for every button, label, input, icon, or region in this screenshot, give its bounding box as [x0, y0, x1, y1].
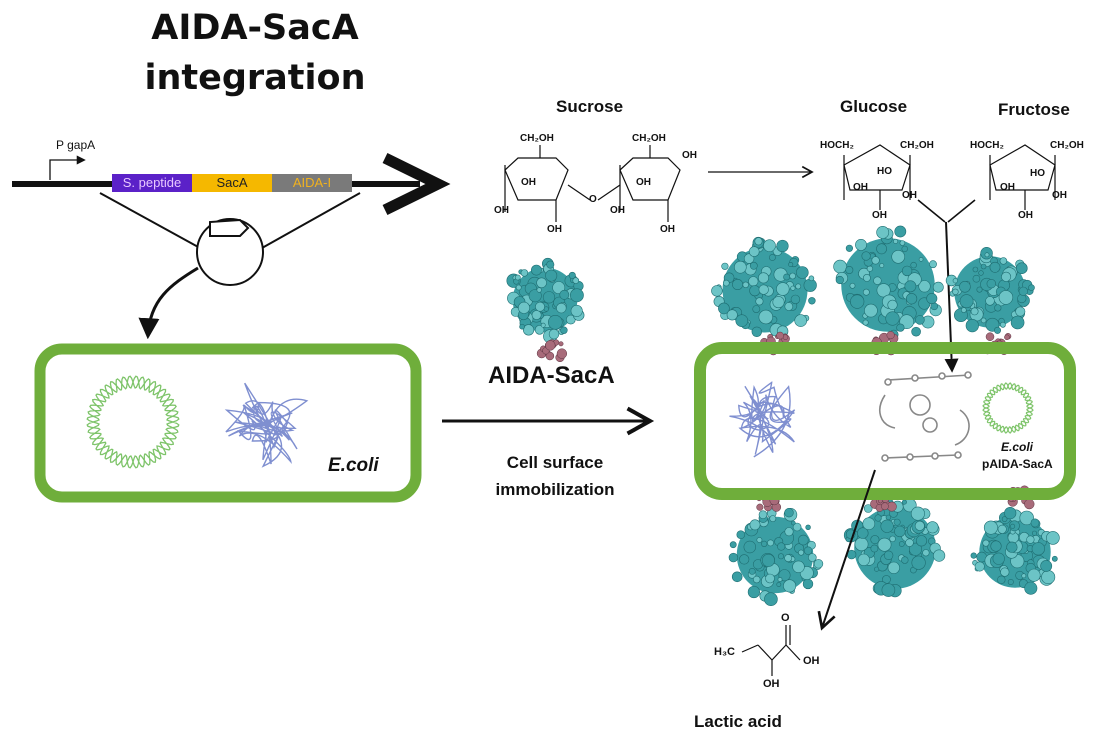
arrow-label-line-2: immobilization	[495, 480, 615, 499]
surface-enzymes-top	[711, 225, 1035, 356]
glucose-ho: HO	[877, 166, 892, 177]
sucrose-ch2oh-2: CH₂OH	[632, 133, 666, 144]
fructose-oh-3: OH	[1018, 210, 1033, 221]
fructose-label: Fructose	[998, 100, 1070, 119]
glucose-oh-3: OH	[872, 210, 887, 221]
right-cell-label: E.coli	[1001, 440, 1034, 454]
sucrose-oh-5: OH	[682, 150, 697, 161]
sucrose-oh-4: OH	[636, 177, 651, 188]
lactic-export-arrow	[817, 469, 876, 631]
lactic-acid-structure	[741, 625, 801, 676]
chromosome-dna-blue	[224, 382, 309, 468]
construct-arrowhead	[382, 153, 451, 215]
arrow-label-line-1: Cell surface	[506, 453, 604, 472]
sucrose-oh-7: OH	[660, 224, 675, 235]
glucose-hoch2: HOCH₂	[820, 140, 854, 151]
enzyme-mid-protein	[506, 257, 585, 363]
glucose-label: Glucose	[840, 97, 908, 116]
metabolic-pathway-icon	[879, 371, 972, 462]
glucose-oh-1: OH	[853, 182, 868, 193]
right-cell	[694, 342, 1076, 500]
lactic-o: O	[781, 612, 790, 624]
promoter-label: P gapA	[56, 138, 96, 152]
plasmid-dna-green	[86, 375, 180, 469]
gene-label-s-peptide: S. peptide	[122, 175, 182, 190]
lactic-acid-label: Lactic acid	[694, 712, 782, 731]
left-cell	[34, 343, 422, 503]
sucrose-structure	[504, 145, 681, 222]
surface-enzyme-bottom-1	[728, 488, 824, 607]
gene-segment-s-peptide	[112, 174, 192, 192]
title-line-2: integration	[144, 58, 366, 98]
fructose-structure	[989, 144, 1056, 210]
surface-enzyme-bottom-3	[970, 485, 1060, 595]
glucose-oh-2: OH	[902, 190, 917, 201]
lactic-oh: OH	[803, 655, 820, 667]
lactic-ho: OH	[763, 678, 780, 690]
glucose-ch2oh: CH₂OH	[900, 140, 934, 151]
fructose-oh-2: OH	[1052, 190, 1067, 201]
gene-construct	[12, 153, 451, 215]
fructose-ch2oh: CH₂OH	[1050, 140, 1084, 151]
plasmid-insert-icon	[209, 218, 250, 237]
gene-segment-aida	[272, 174, 352, 192]
surface-enzyme-top-1	[711, 236, 817, 356]
surface-enzyme-top-3	[945, 247, 1035, 355]
sucrose-ch2oh-1: CH₂OH	[520, 133, 554, 144]
right-cell-sublabel: pAIDA-SacA	[982, 457, 1053, 471]
fructose-hoch2: HOCH₂	[970, 140, 1004, 151]
chromosome-dna-blue-right	[729, 381, 796, 458]
surface-enzyme-bottom-2	[843, 489, 946, 598]
sucrose-oh-6: OH	[610, 205, 625, 216]
sucrose-oh-1: OH	[521, 177, 536, 188]
sucrose-label: Sucrose	[556, 97, 624, 116]
gene-segment-saca	[192, 174, 272, 192]
title-line-1: AIDA-SacA	[151, 8, 359, 48]
plasmid-dna-green-right	[982, 382, 1034, 434]
lactic-h3c: H₃C	[714, 646, 735, 658]
left-cell-label: E.coli	[328, 455, 379, 476]
sucrose-o-link: O	[589, 194, 597, 205]
fructose-oh-1: OH	[1000, 182, 1015, 193]
gene-label-saca: SacA	[216, 175, 248, 190]
promoter-arrow	[49, 155, 86, 180]
sucrose-oh-3: OH	[547, 224, 562, 235]
plasmid	[99, 192, 361, 340]
enzyme-label: AIDA-SacA	[488, 362, 615, 389]
surface-enzyme-top-2	[833, 225, 944, 356]
sucrose-oh-2: OH	[494, 205, 509, 216]
surface-enzymes-bottom	[728, 485, 1060, 607]
fructose-ho: HO	[1030, 168, 1045, 179]
gene-label-aida: AIDA-I	[292, 175, 332, 190]
enzyme-middle	[506, 257, 585, 363]
glucose-structure	[843, 144, 911, 210]
